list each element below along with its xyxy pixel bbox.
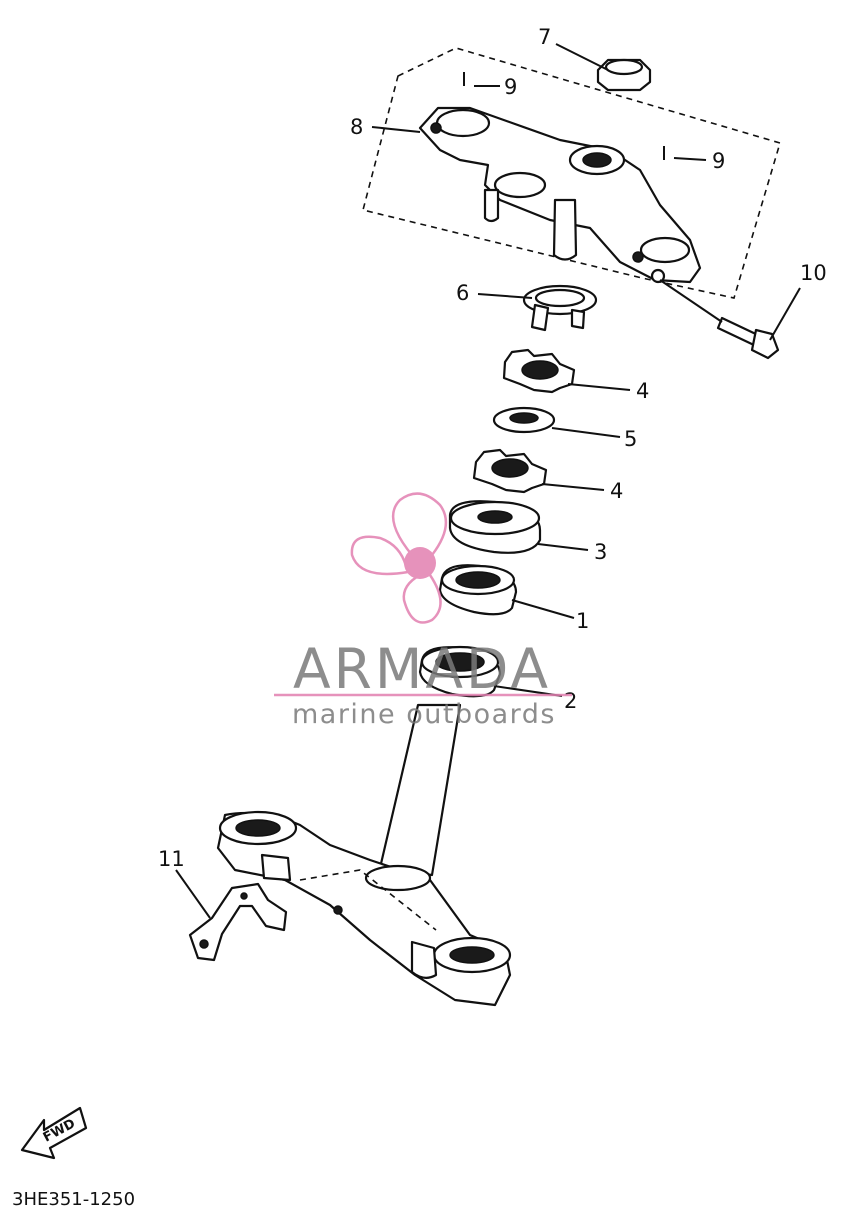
- part-lower-bearing: [418, 645, 502, 698]
- part-cap-nut: [596, 58, 652, 92]
- label-part-8: 8: [350, 115, 363, 139]
- part-labels: 7 9 9 8 6 10 4 5 4 3 1 2 11: [158, 25, 827, 871]
- label-part-2: 2: [564, 689, 577, 713]
- assembly-boundary: [362, 47, 781, 299]
- brand-tagline: marine outboards: [292, 699, 556, 730]
- label-part-6: 6: [456, 281, 469, 305]
- watermark-logo: ARMADA marine outboards: [274, 492, 572, 730]
- label-part-9-right: 9: [712, 149, 725, 173]
- label-part-3: 3: [594, 540, 607, 564]
- propeller-icon: [350, 492, 448, 624]
- label-part-7: 7: [538, 25, 551, 49]
- label-part-1: 1: [576, 609, 589, 633]
- label-part-9-left: 9: [504, 75, 517, 99]
- label-part-10: 10: [800, 261, 827, 285]
- part-cable-bracket: [188, 882, 288, 962]
- part-bearing-cover: [448, 500, 542, 554]
- forward-arrow-icon: FWD: [20, 1106, 88, 1160]
- brand-name: ARMADA: [293, 637, 551, 701]
- diagram-code: 3HE351-1250: [12, 1189, 135, 1210]
- part-bolt: [716, 316, 780, 360]
- part-upper-bracket: [418, 106, 702, 284]
- part-washer: [492, 406, 556, 434]
- part-lock-washer: [522, 284, 598, 332]
- part-ring-nut-lower: [472, 448, 548, 494]
- part-under-bracket: [216, 703, 512, 1007]
- label-part-4-upper: 4: [636, 379, 649, 403]
- label-part-4-lower: 4: [610, 479, 623, 503]
- label-part-5: 5: [624, 427, 637, 451]
- label-part-11: 11: [158, 847, 185, 871]
- part-upper-bearing: [438, 564, 518, 616]
- part-ring-nut-upper: [502, 348, 576, 394]
